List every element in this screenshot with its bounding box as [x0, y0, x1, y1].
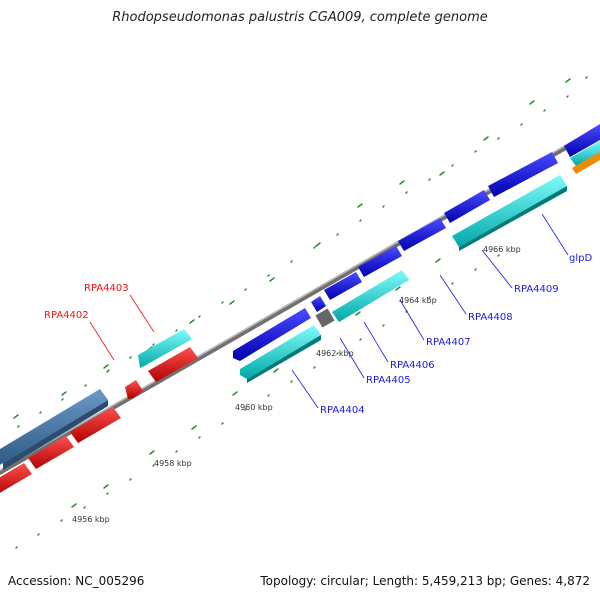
genome-summary-text: Topology: circular; Length: 5,459,213 bp… [260, 574, 590, 588]
gene-label: RPA4404 [320, 405, 365, 416]
gene-feature[interactable] [444, 190, 490, 223]
map-title: Rhodopseudomonas palustris CGA009, compl… [112, 10, 488, 25]
gene-RPA4402[interactable] [125, 380, 143, 399]
gene-feature[interactable] [28, 436, 74, 469]
gene-feature[interactable] [570, 141, 600, 166]
gene-feature[interactable] [0, 463, 32, 496]
gene-label: RPA4406 [390, 360, 435, 371]
gap-feature[interactable] [315, 308, 335, 328]
gene-feature[interactable] [398, 218, 446, 251]
gene-feature[interactable] [324, 272, 362, 300]
inner-tick-track [15, 204, 523, 549]
forward-strand-features [233, 124, 600, 383]
gene-RPA4404[interactable] [240, 325, 321, 379]
ruler-label: 4958 kbp [154, 459, 192, 468]
gene-RPA4408[interactable] [452, 175, 567, 247]
gene-RPA4406[interactable] [332, 270, 409, 322]
gene-label: RPA4405 [366, 375, 411, 386]
gene-label: RPA4408 [468, 312, 513, 323]
gene-label: RPA4409 [514, 284, 559, 295]
gene-feature[interactable] [70, 407, 121, 443]
gene-feature[interactable] [148, 347, 198, 382]
gene-feature[interactable] [311, 296, 326, 312]
outer-tick-track [13, 76, 588, 428]
gene-label: RPA4402 [44, 310, 89, 321]
gene-label: RPA4403 [84, 283, 129, 294]
gene-feature[interactable] [0, 389, 108, 468]
gene-feature[interactable] [488, 152, 558, 197]
ruler-label: 4964 kbp [399, 296, 437, 305]
ruler-label: 4966 kbp [483, 245, 521, 254]
accession-text: Accession: NC_005296 [8, 574, 145, 588]
misc-feature[interactable] [572, 152, 600, 174]
reverse-label-leaders [89, 294, 155, 361]
gene-feature[interactable] [358, 246, 402, 277]
ruler-label: 4956 kbp [72, 515, 110, 524]
gene-feature[interactable] [564, 124, 600, 157]
gene-label: RPA4407 [426, 337, 471, 348]
gene-feature[interactable] [233, 308, 311, 361]
gene-label: glpD [569, 253, 592, 264]
gene-RPA4403[interactable] [138, 329, 192, 368]
reverse-strand-features [0, 329, 198, 496]
ruler-label: 4960 kbp [235, 403, 273, 412]
ruler-label: 4962 kbp [316, 349, 354, 358]
forward-label-leaders [291, 213, 569, 409]
